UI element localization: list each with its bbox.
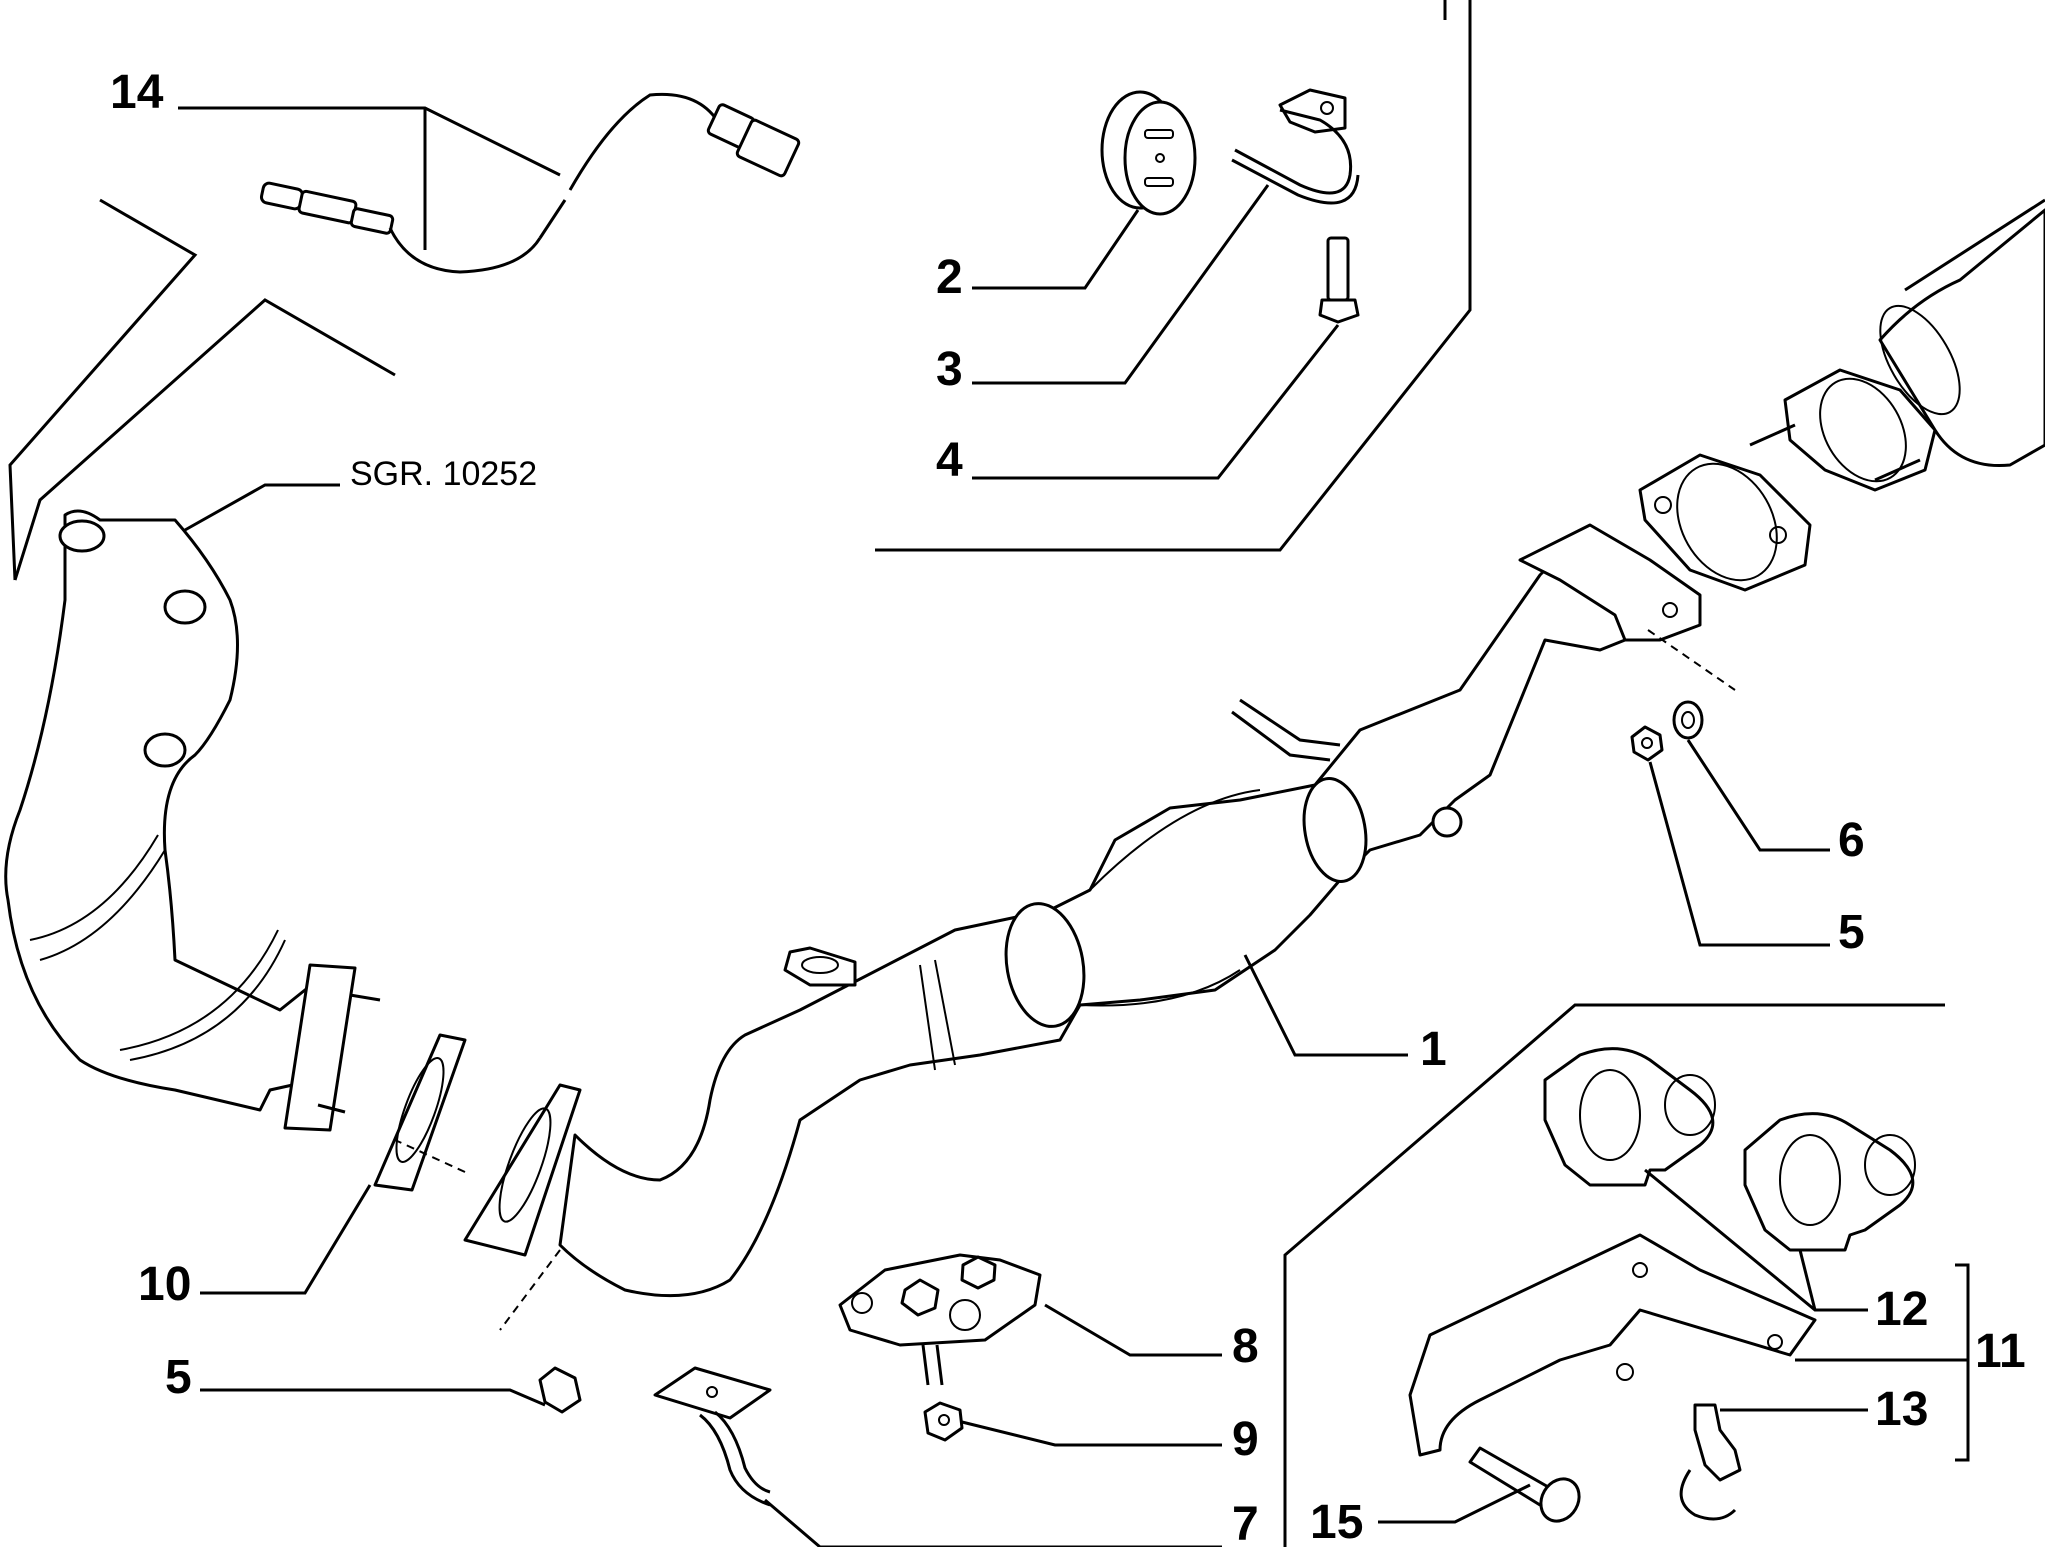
- exhaust-pipe-catalyst: [558, 523, 1702, 1298]
- nut-upper: [1630, 725, 1664, 762]
- mount-bracket: [838, 1253, 1042, 1386]
- screw: [1468, 1446, 1581, 1523]
- callout-1-leader: [1243, 954, 1408, 1057]
- rear-gasket: [1638, 453, 1812, 592]
- muffler-inlet: [1749, 198, 2045, 492]
- callout-12-leader-b: [1798, 1249, 1817, 1311]
- callout-5a-leader: [1648, 761, 1830, 947]
- callout-5b-leader: [200, 1388, 546, 1407]
- callout-12: 12: [1875, 1283, 1928, 1336]
- callout-6-leader: [1686, 739, 1830, 852]
- callout-5b: 5: [165, 1351, 192, 1404]
- nut-9: [923, 1401, 964, 1442]
- callout-8: 8: [1232, 1320, 1259, 1373]
- callout-9: 9: [1232, 1413, 1259, 1466]
- callout-10: 10: [138, 1258, 191, 1311]
- callout-8-leader: [1044, 1303, 1222, 1357]
- washer-upper: [1672, 700, 1704, 740]
- callout-15: 15: [1310, 1496, 1363, 1547]
- callout-5a: 5: [1838, 906, 1865, 959]
- support-plate: [1408, 1233, 1817, 1457]
- callout-2-leader: [972, 209, 1140, 290]
- callout-2: 2: [936, 251, 963, 304]
- u-bracket: [1231, 88, 1360, 205]
- callout-9-leader: [961, 1420, 1222, 1447]
- callout-14-leader: [178, 106, 561, 250]
- callout-10-leader: [200, 1184, 372, 1295]
- strap: [653, 1366, 772, 1507]
- callout-6: 6: [1838, 814, 1865, 867]
- callout-7-leader: [764, 1498, 1222, 1547]
- callout-14: 14: [110, 66, 164, 119]
- callout-15-leader: [1378, 1483, 1531, 1524]
- section-dividers: [8, 0, 1970, 1547]
- nut-dashed-line: [499, 1249, 561, 1331]
- callout-3-leader: [972, 184, 1270, 385]
- callout-3: 3: [936, 343, 963, 396]
- clamp-left: [1543, 1047, 1716, 1187]
- rear-stud-dashed-line: [1647, 629, 1736, 691]
- callout-4: 4: [936, 434, 963, 487]
- callout-1: 1: [1420, 1023, 1447, 1076]
- clip: [1679, 1403, 1742, 1521]
- reference-label: SGR. 10252: [350, 455, 537, 493]
- nut-lower: [538, 1366, 582, 1414]
- callout-4-leader: [972, 324, 1340, 480]
- callout-11: 11: [1975, 1325, 2026, 1378]
- clamp-right: [1743, 1112, 1916, 1252]
- reference-leader: [184, 483, 340, 532]
- gasket: [373, 1033, 467, 1192]
- lambda-sensor: [259, 92, 801, 274]
- callout-13: 13: [1875, 1383, 1928, 1436]
- front-pipe-flange: [463, 1083, 582, 1257]
- callout-7: 7: [1232, 1498, 1259, 1547]
- bolt: [1318, 236, 1360, 324]
- rubber-mount: [1100, 90, 1197, 216]
- exhaust-manifold: [4, 509, 381, 1132]
